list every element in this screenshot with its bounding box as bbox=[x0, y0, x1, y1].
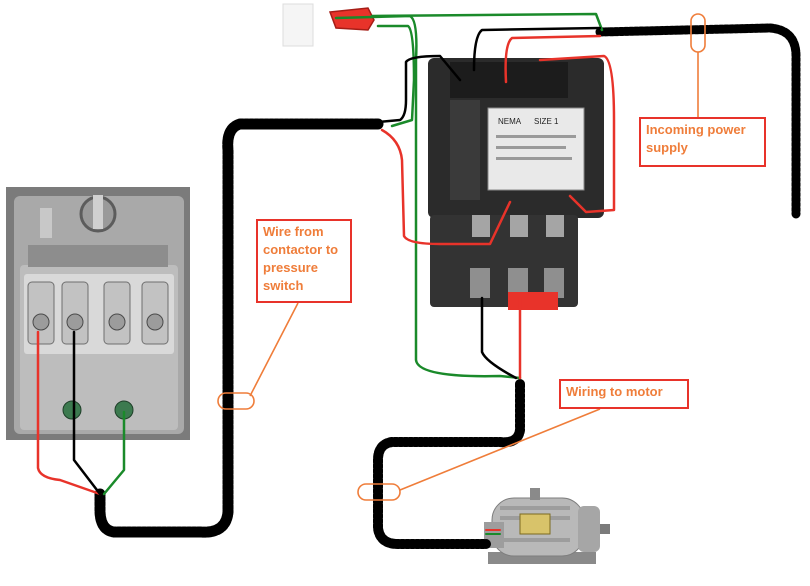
motor-nameplate bbox=[519, 513, 551, 535]
spring-bolt bbox=[40, 208, 52, 238]
contactor-side-block bbox=[450, 100, 480, 200]
motor-fins bbox=[500, 506, 570, 510]
overload-terminal bbox=[546, 215, 564, 237]
wires bbox=[36, 12, 801, 549]
motor-cable-marker bbox=[357, 483, 401, 501]
ground-wire bbox=[334, 14, 522, 380]
contactor-brand: NEMA bbox=[498, 117, 522, 126]
contactor-to-pressure-switch-cable bbox=[94, 118, 384, 538]
terminal-screws bbox=[27, 281, 169, 345]
motor-wiring-label: Wiring to motor bbox=[559, 379, 689, 409]
contactor-label-lines bbox=[496, 135, 576, 138]
motor-cable bbox=[373, 379, 525, 549]
ground-wire bbox=[376, 24, 416, 128]
contactor-label-lines bbox=[496, 157, 572, 160]
black-wire bbox=[72, 330, 102, 496]
contactor-label-lines bbox=[496, 146, 566, 149]
black-wire bbox=[472, 26, 602, 72]
hot-wire bbox=[380, 128, 512, 246]
overload-terminal bbox=[544, 268, 564, 298]
ground-wire bbox=[370, 12, 604, 32]
overload-terminal bbox=[508, 268, 528, 298]
black-wire bbox=[480, 296, 518, 380]
contactor-leader-line bbox=[249, 302, 299, 397]
overload-terminal bbox=[510, 215, 528, 237]
motor-shaft bbox=[600, 524, 610, 534]
contactor-wire-label: Wire from contactor to pressure switch bbox=[256, 219, 352, 303]
incoming-power-label: Incoming power supply bbox=[639, 117, 766, 167]
black-wire bbox=[376, 54, 462, 124]
incoming-power-cable bbox=[595, 23, 801, 219]
hot-wire bbox=[538, 54, 616, 214]
motor-fins bbox=[500, 538, 570, 542]
overload-relay bbox=[430, 215, 578, 307]
hot-wire bbox=[36, 330, 102, 496]
ground-wire bbox=[102, 410, 126, 496]
overload-reset-button bbox=[508, 292, 558, 310]
overload-terminal bbox=[472, 215, 490, 237]
motor-end-bell bbox=[578, 506, 600, 552]
pressure-switch-top-bar bbox=[28, 245, 168, 267]
motor-leader-line bbox=[399, 408, 601, 491]
pressure-switch bbox=[6, 187, 190, 440]
motor bbox=[484, 488, 610, 564]
leaders bbox=[217, 13, 706, 501]
motor-lifting-eye bbox=[530, 488, 540, 500]
contactor: NEMA SIZE 1 bbox=[428, 58, 604, 310]
hot-wire bbox=[504, 34, 602, 84]
wire-nut bbox=[282, 3, 375, 47]
contactor-cable-marker bbox=[217, 392, 255, 410]
adjustment-bolt bbox=[93, 195, 103, 229]
overload-terminal bbox=[470, 268, 490, 298]
contactor-top-terminals bbox=[450, 62, 568, 98]
contactor-size: SIZE 1 bbox=[534, 117, 559, 126]
